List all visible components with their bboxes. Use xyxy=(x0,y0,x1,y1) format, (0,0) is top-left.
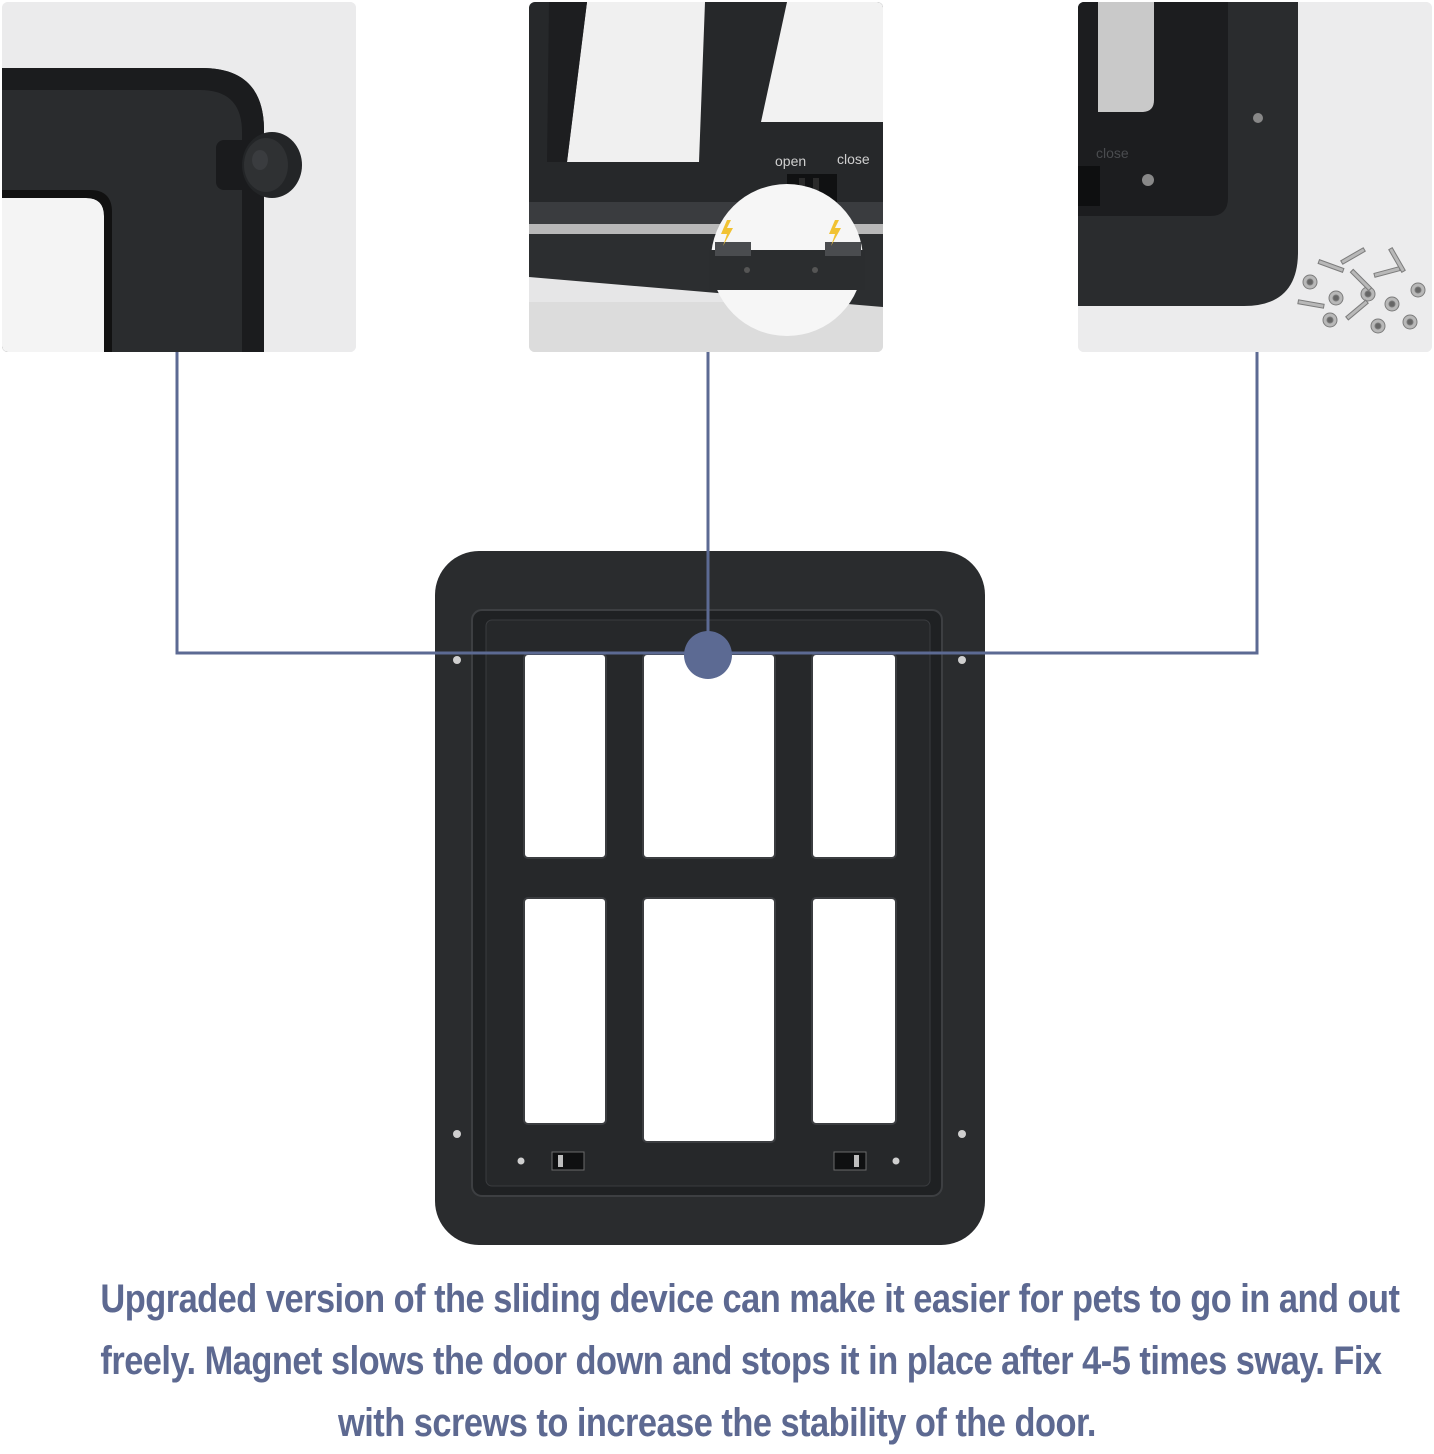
knob-icon xyxy=(216,132,302,198)
magnet-icon xyxy=(721,220,733,246)
nut-icon xyxy=(1302,274,1318,290)
screw-icon xyxy=(1142,113,1263,186)
door-window-panes xyxy=(523,653,897,1143)
screws-closeup-photo: close xyxy=(1078,2,1432,352)
nut-icon xyxy=(1360,286,1376,302)
pet-door-product xyxy=(435,551,985,1245)
caption-line-2: freely. Magnet slows the door down and s… xyxy=(100,1339,1382,1383)
feature-caption: Upgraded version of the sliding device c… xyxy=(0,1268,1434,1454)
magnet-icon xyxy=(829,220,841,246)
screw-icon xyxy=(1340,247,1366,265)
close-label: close xyxy=(1096,145,1129,161)
screw-icon xyxy=(1345,299,1369,321)
screw-icon xyxy=(1388,247,1406,273)
open-label: open xyxy=(775,153,806,169)
loose-screws-pile xyxy=(1297,247,1426,334)
knob-closeup-photo xyxy=(2,2,356,352)
nut-icon xyxy=(1322,312,1338,328)
screw-icon xyxy=(1317,259,1345,273)
nut-icon xyxy=(1384,296,1400,312)
magnet-latch-closeup-photo: open close xyxy=(529,2,883,352)
screw-icon xyxy=(1349,268,1373,292)
caption-line-3: with screws to increase the stability of… xyxy=(338,1401,1096,1445)
screw-icon xyxy=(1297,299,1325,309)
screw-icon xyxy=(453,656,966,1165)
latch-slider xyxy=(551,1151,867,1171)
magnet-zoom-circle xyxy=(709,184,865,336)
nut-icon xyxy=(1402,314,1418,330)
caption-line-1: Upgraded version of the sliding device c… xyxy=(100,1277,1400,1321)
nut-icon xyxy=(1370,318,1386,334)
hub-dot-icon xyxy=(684,631,732,679)
close-label: close xyxy=(837,151,870,167)
nut-icon xyxy=(1328,290,1344,306)
nut-icon xyxy=(1410,282,1426,298)
